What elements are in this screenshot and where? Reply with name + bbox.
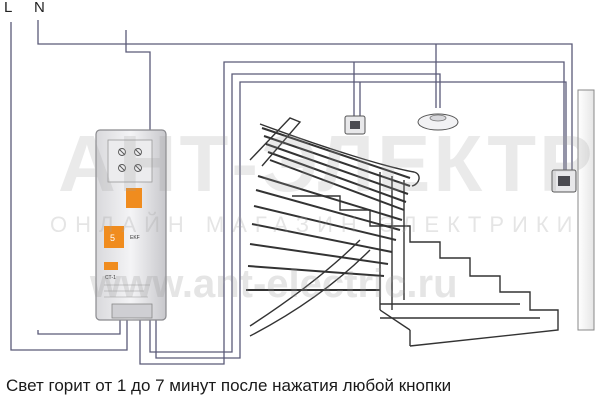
wire-signal [155, 81, 567, 359]
wire-N [37, 20, 573, 170]
label-neutral: N [34, 0, 45, 16]
wall [577, 89, 595, 331]
wire-N-relay [37, 320, 121, 335]
timer-relay-icon: 5 EKF СТ-1 [95, 129, 167, 321]
label-line: L [4, 0, 13, 16]
staircase-icon [246, 117, 559, 347]
caption: Свет горит от 1 до 7 минут после нажатия… [6, 376, 452, 395]
model-label: СТ-1 [105, 275, 116, 281]
wire-lamp [125, 30, 151, 130]
wires [10, 20, 573, 365]
switch-icon [344, 115, 366, 135]
ceiling-lamp-icon [417, 113, 459, 131]
wire-L [10, 22, 128, 351]
terminal-schematic [118, 148, 142, 172]
switch-icon [551, 169, 577, 193]
brand-mark: EKF [130, 235, 140, 241]
wire-lamp-feed [149, 73, 441, 353]
adjust-dial [104, 226, 124, 248]
svg-text:5: 5 [110, 233, 115, 243]
wire-L-switches [139, 61, 565, 365]
